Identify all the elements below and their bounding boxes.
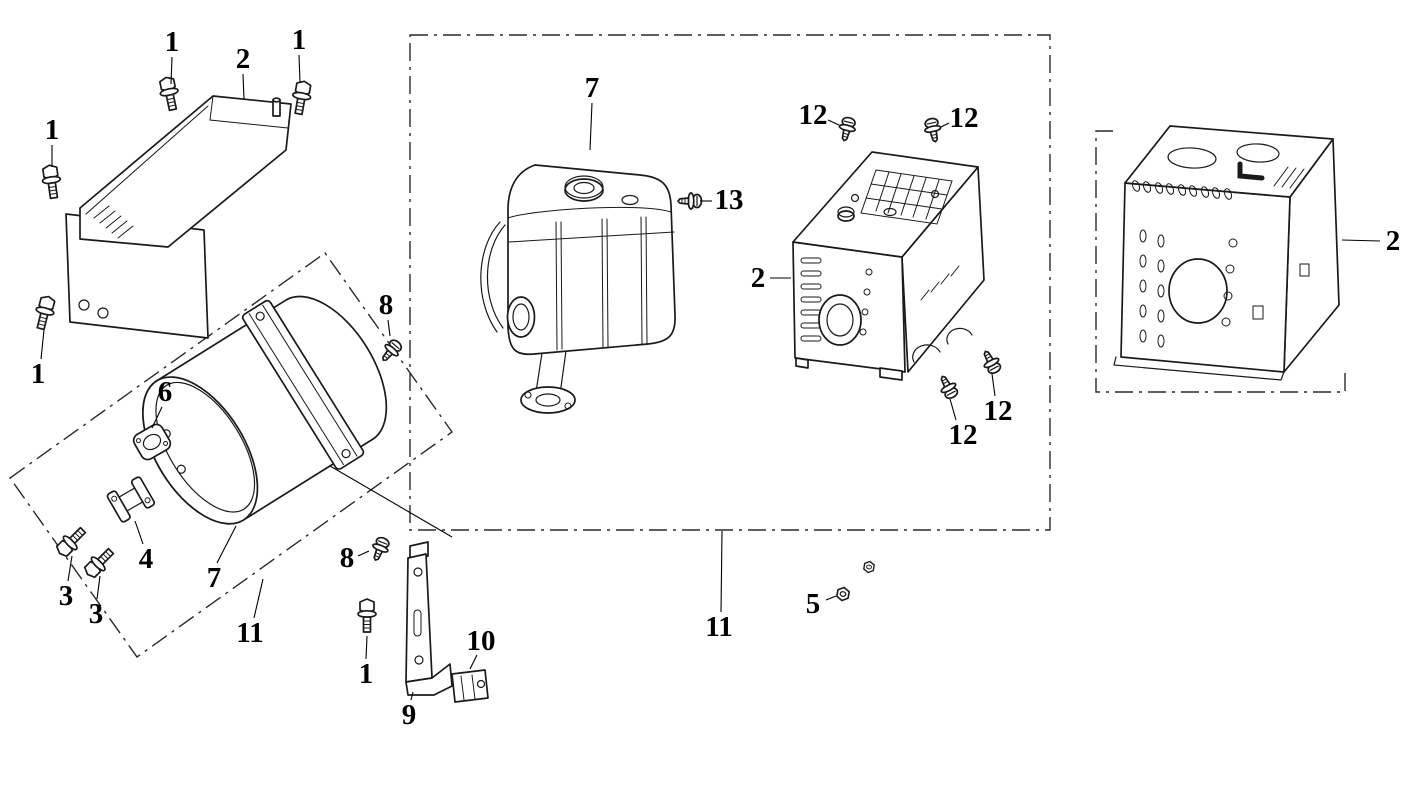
screw-part-12 xyxy=(835,115,859,144)
leader-line-part-7 xyxy=(589,102,593,151)
leader-line-part-10 xyxy=(469,654,478,670)
part-callout-4: 4 xyxy=(139,543,154,575)
leader-line-part-11 xyxy=(720,530,723,613)
muffler-main xyxy=(480,164,676,414)
part-callout-1: 1 xyxy=(31,358,46,390)
part-callout-8: 8 xyxy=(379,289,394,321)
exhaust-gasket xyxy=(132,423,172,461)
part-callout-12: 12 xyxy=(799,99,828,131)
outlet-flange xyxy=(520,386,576,414)
flange-bolt-part-1 xyxy=(357,598,377,633)
part-callout-9: 9 xyxy=(402,699,417,731)
leader-line-part-1 xyxy=(170,56,173,85)
part-callout-7: 7 xyxy=(585,72,600,104)
screw-part-13 xyxy=(677,192,703,210)
nut-part-5 xyxy=(835,585,851,603)
part-callout-6: 6 xyxy=(158,376,173,408)
leader-line-part-12 xyxy=(940,122,950,128)
nut-part-5 xyxy=(862,559,876,575)
pipe-clamp xyxy=(451,669,489,703)
leader-line-part-2 xyxy=(242,73,245,100)
leader-line-part-1 xyxy=(40,329,45,360)
assembly-boundary-mark-right xyxy=(1095,130,1346,393)
part-callout-12: 12 xyxy=(950,102,979,134)
part-callout-1: 1 xyxy=(165,26,180,58)
part-callout-2: 2 xyxy=(751,262,766,294)
leader-line-part-9 xyxy=(410,691,414,701)
part-callout-8: 8 xyxy=(340,542,355,574)
part-callout-3: 3 xyxy=(59,580,74,612)
leader-line-part-12 xyxy=(949,398,957,421)
leader-line-part-1 xyxy=(365,635,368,660)
part-callout-3: 3 xyxy=(89,598,104,630)
part-callout-1: 1 xyxy=(45,114,60,146)
leader-line-part-5 xyxy=(825,595,837,601)
leader-line-part-7 xyxy=(216,525,237,564)
exhaust-flange-pipe xyxy=(106,476,156,523)
muffler-protector-center xyxy=(792,151,985,381)
leader-line-part-1 xyxy=(298,54,301,83)
screw-part-12 xyxy=(977,346,1005,377)
brand-logo-mark xyxy=(1237,161,1265,181)
stud-bolt-part-3 xyxy=(80,543,119,582)
part-callout-11: 11 xyxy=(236,617,263,649)
leader-line-part-3 xyxy=(96,575,101,600)
screw-part-12 xyxy=(934,371,962,402)
muffler-strap xyxy=(241,299,365,470)
leader-line-part-11 xyxy=(253,578,264,619)
leader-line-part-6 xyxy=(151,406,163,429)
part-callout-12: 12 xyxy=(949,419,978,451)
part-callout-2: 2 xyxy=(1386,225,1401,257)
flange-bolt-part-1 xyxy=(39,163,64,200)
part-callout-1: 1 xyxy=(292,24,307,56)
leader-line-part-4 xyxy=(134,520,144,545)
leader-line-part-8 xyxy=(357,550,370,557)
muffler-left xyxy=(142,295,388,525)
assembly-boundary-box-center xyxy=(409,34,1051,531)
leader-line-part-3 xyxy=(67,555,73,582)
screw-part-12 xyxy=(921,116,945,145)
part-callout-11: 11 xyxy=(705,611,732,643)
part-callout-10: 10 xyxy=(467,625,496,657)
spark-arrester-cap xyxy=(564,178,604,202)
screw-part-8 xyxy=(376,336,406,367)
assembly-boundary-box-left xyxy=(9,252,453,658)
flange-bolt-part-1 xyxy=(156,74,183,113)
part-callout-7: 7 xyxy=(207,562,222,594)
part-callout-1: 1 xyxy=(359,658,374,690)
leader-line-part-12 xyxy=(827,119,840,126)
muffler-protector-right xyxy=(1113,125,1340,381)
leader-line-part-8 xyxy=(387,319,391,337)
flange-bolt-part-1 xyxy=(31,293,59,332)
leader-line-part-2 xyxy=(1341,239,1381,242)
stud-bolt-part-3 xyxy=(52,522,91,561)
part-callout-13: 13 xyxy=(715,184,744,216)
muffler-port xyxy=(506,296,536,338)
screw-part-8 xyxy=(367,534,393,564)
leader-line-part-12 xyxy=(991,373,996,397)
mount-bracket xyxy=(405,541,453,696)
part-callout-5: 5 xyxy=(806,588,821,620)
part-callout-2: 2 xyxy=(236,43,251,75)
heat-shield-assembly xyxy=(65,95,292,339)
part-callout-12: 12 xyxy=(984,395,1013,427)
flange-bolt-part-1 xyxy=(288,78,315,117)
